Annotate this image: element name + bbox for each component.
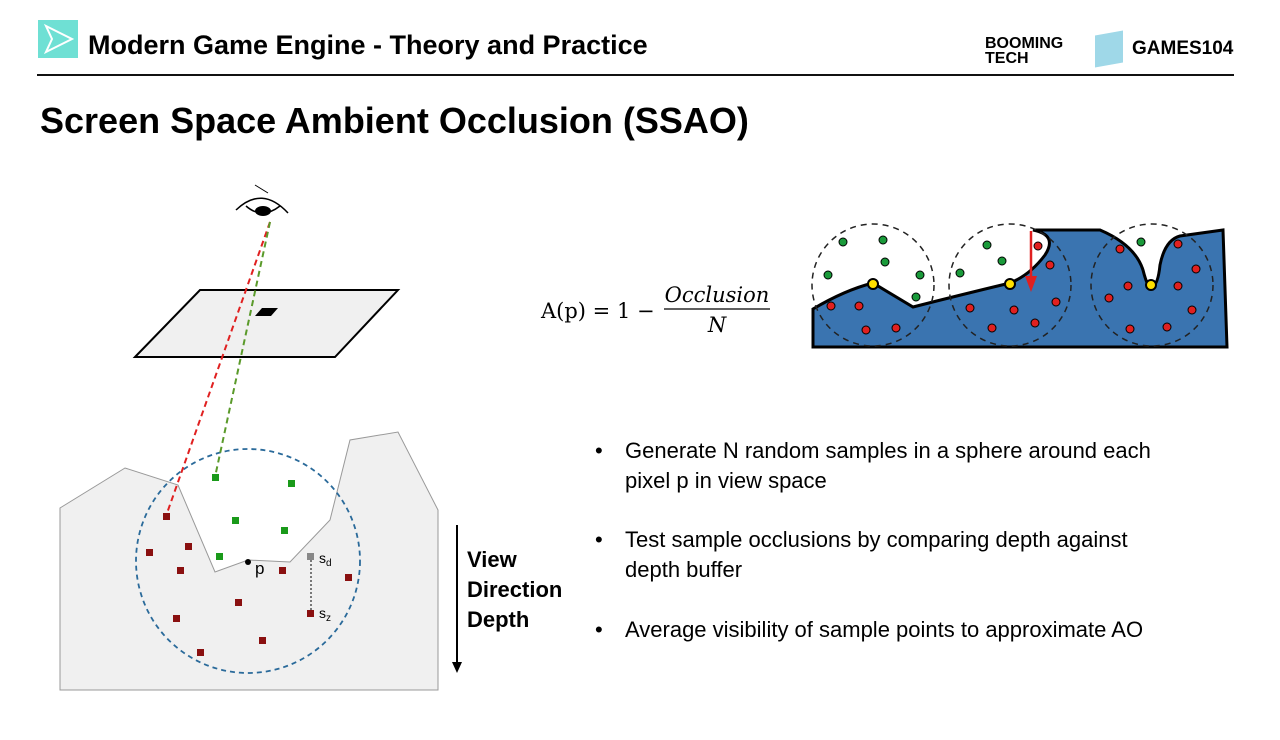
ao-formula: A(p) = 1 − Occlusion N bbox=[540, 283, 770, 337]
games104-logo: GAMES104 bbox=[1132, 38, 1234, 59]
booming-tech-logo: BOOMING TECH bbox=[985, 35, 1064, 67]
point-p bbox=[245, 559, 251, 565]
slide-title: Screen Space Ambient Occlusion (SSAO) bbox=[40, 100, 749, 141]
label-p: p bbox=[255, 559, 264, 578]
course-title: Modern Game Engine - Theory and Practice bbox=[88, 30, 648, 60]
sample-hemispheres bbox=[811, 223, 1214, 347]
visible-samples bbox=[212, 474, 295, 560]
red-samples bbox=[826, 239, 1201, 335]
surface-points bbox=[867, 278, 1157, 291]
green-samples bbox=[823, 235, 1146, 302]
formula-lhs: A(p) = 1 − bbox=[540, 299, 655, 323]
label-sd: sd bbox=[319, 550, 332, 569]
formula-numerator: Occlusion bbox=[665, 283, 770, 307]
header-divider bbox=[37, 74, 1234, 76]
image-plane bbox=[132, 289, 401, 358]
view-direction-depth-label: View Direction Depth bbox=[467, 547, 563, 632]
surface bbox=[811, 228, 1229, 349]
label-sz: sz bbox=[319, 605, 331, 624]
red-ray bbox=[165, 221, 271, 517]
course-logo-icon bbox=[38, 20, 78, 58]
green-ray bbox=[214, 221, 271, 478]
sample-sd bbox=[307, 553, 314, 560]
eye-icon bbox=[235, 184, 289, 216]
formula-denominator: N bbox=[707, 313, 727, 337]
sample-sphere bbox=[135, 448, 361, 674]
occluded-samples bbox=[146, 513, 352, 656]
pixel bbox=[255, 308, 278, 316]
